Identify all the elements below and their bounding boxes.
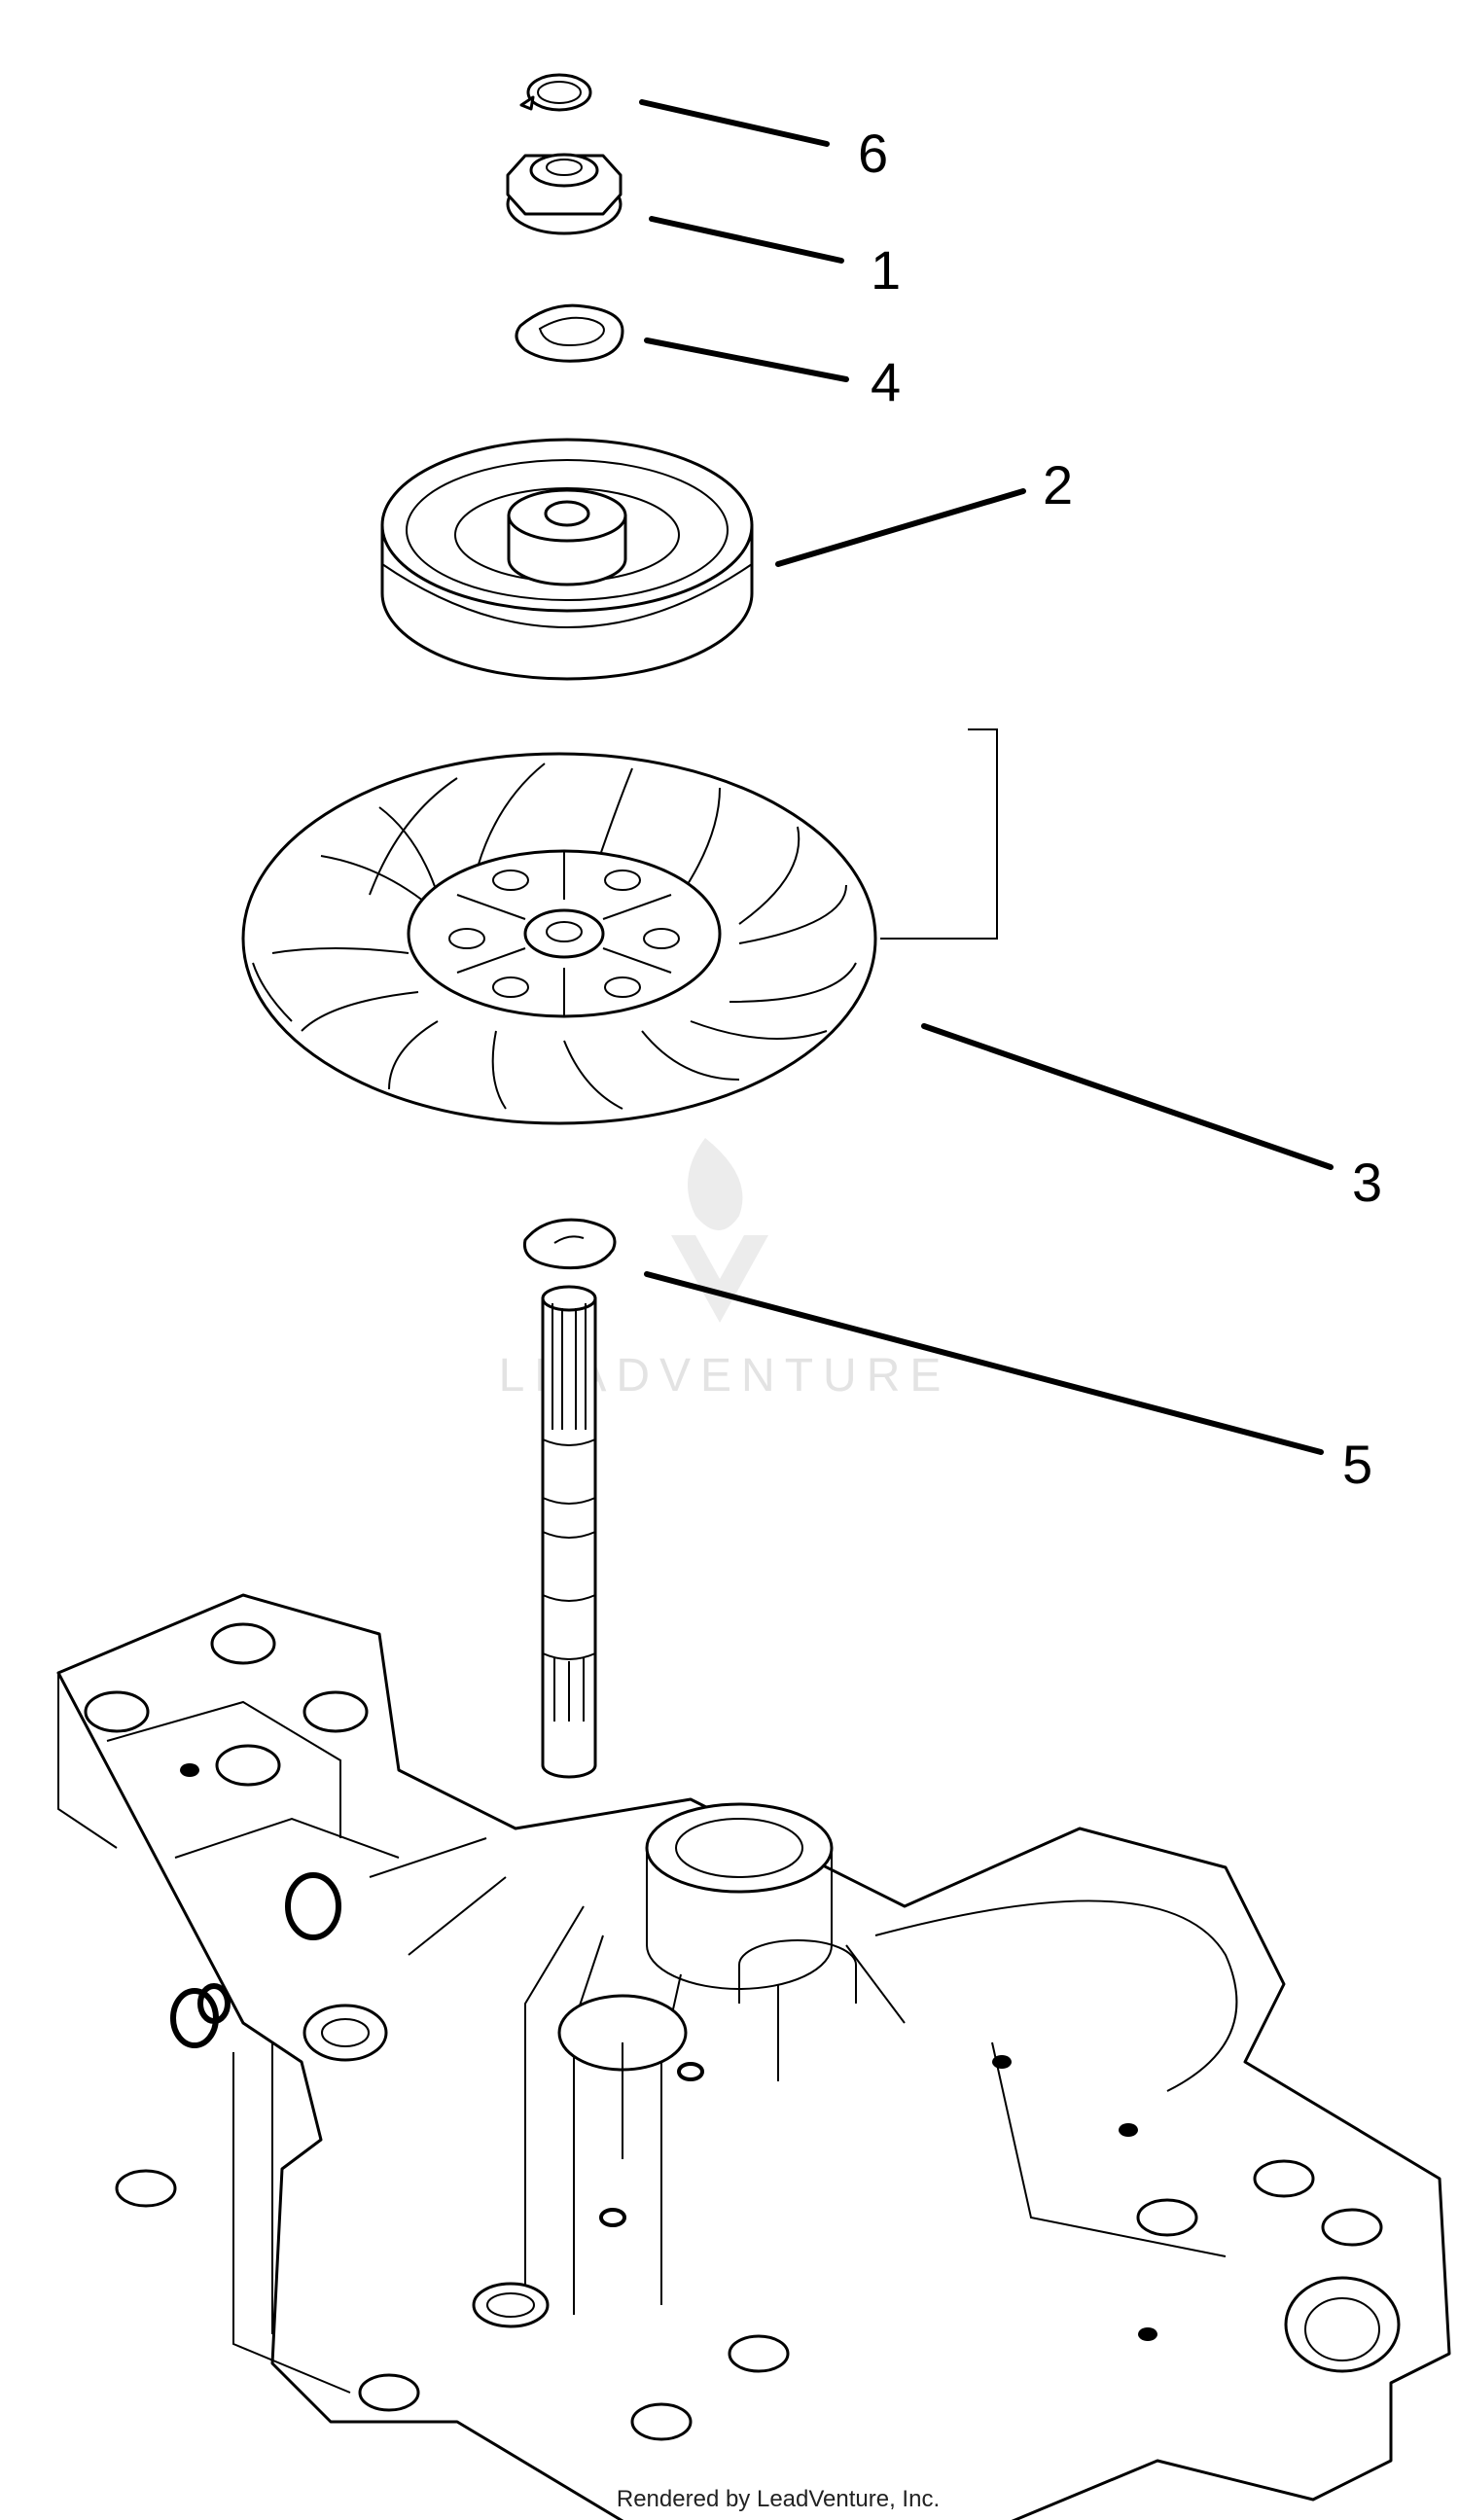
footer-credit: Rendered by LeadVenture, Inc.	[617, 2486, 940, 2512]
leader-4	[644, 337, 849, 382]
part-3-fan	[241, 728, 998, 1125]
part-2-pulley	[380, 438, 754, 681]
leader-2	[775, 488, 1026, 567]
leader-1	[649, 216, 844, 264]
input-shaft	[541, 1285, 597, 1779]
leader-lines	[639, 99, 1334, 1455]
transmission-housing	[56, 1593, 1451, 2520]
part-6-snap-ring	[519, 73, 592, 112]
leader-5	[644, 1271, 1324, 1455]
part-5-e-clip	[522, 1218, 617, 1270]
callout-2: 2	[1043, 454, 1073, 515]
callout-4: 4	[871, 351, 901, 412]
callout-3: 3	[1352, 1152, 1382, 1213]
callout-5: 5	[1342, 1434, 1372, 1495]
part-4-washer	[515, 303, 624, 363]
part-1-nut	[506, 153, 623, 235]
callout-1: 1	[871, 239, 901, 301]
leader-3	[921, 1023, 1334, 1170]
leader-6	[639, 99, 830, 147]
callout-labels: 6 1 4 2 3 5	[858, 123, 1382, 1495]
callout-6: 6	[858, 123, 888, 184]
